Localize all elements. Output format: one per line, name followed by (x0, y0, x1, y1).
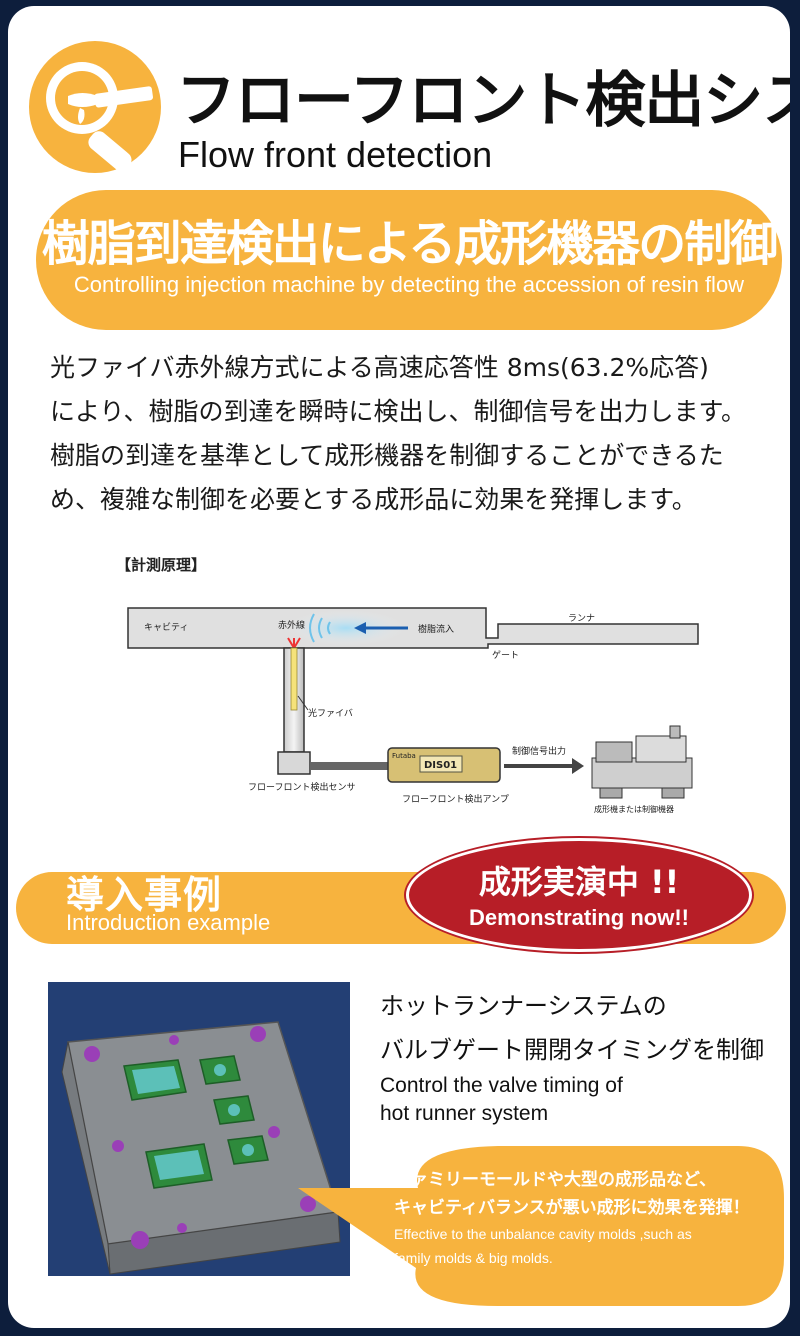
bubble-line: キャビティバランスが悪い成形に効果を発揮！ (394, 1198, 750, 1218)
magnifier-icon (29, 41, 161, 173)
amp-brand: Futaba (392, 752, 416, 760)
mold-render-image (48, 982, 350, 1276)
description-line: 樹脂の到達を基準として成形機器を制御することができるた (50, 441, 724, 470)
principle-label: 【計測原理】 (116, 556, 207, 574)
bubble-line-en: Effective to the unbalance cavity molds … (394, 1226, 692, 1242)
description: 光ファイバ赤外線方式による高速応答性 8ms(63.2%応答) により、樹脂の到… (50, 346, 770, 522)
page-subtitle: Flow front detection (178, 134, 493, 175)
case-title-en-line: Control the valve timing of (380, 1074, 623, 1097)
bubble-line-en: family molds & big molds. (394, 1250, 553, 1266)
feature-banner: 樹脂到達検出による成形機器の制御 Controlling injection m… (36, 190, 782, 330)
description-line: 光ファイバ赤外線方式による高速応答性 8ms(63.2%応答) (50, 353, 709, 382)
cavity-label: キャビティ (144, 622, 188, 633)
intro-title: 導入事例 (66, 872, 223, 917)
case-title-line: ホットランナーシステムの (380, 992, 667, 1020)
speech-bubble (298, 1146, 784, 1306)
sensor-label: フローフロント検出センサ (248, 781, 355, 793)
principle-diagram: キャビティ 赤外線 樹脂流入 ランナ ゲート 光ファイバ フローフロント検出セン… (127, 607, 699, 814)
case-title-en: Control the valve timing of hot runner s… (380, 1072, 623, 1128)
gate-label: ゲート (492, 649, 519, 661)
sensor-head (277, 751, 311, 775)
case-title-line: バルブゲート開閉タイミングを制御 (380, 1036, 764, 1064)
cavity-channel (127, 607, 699, 649)
bubble-text: ファミリーモールドや大型の成形品など、 キャビティバランスが悪い成形に効果を発揮… (394, 1166, 784, 1270)
demo-badge: 成形実演中 !! Demonstrating now!! (406, 838, 752, 952)
resin-flow-label: 樹脂流入 (418, 623, 454, 635)
demo-subtitle: Demonstrating now!! (469, 905, 689, 930)
content-card: フローフロント検出システム Flow front detection 樹脂到達検… (8, 6, 790, 1328)
intro-subtitle: Introduction example (66, 910, 271, 935)
banner-subtitle: Controlling injection machine by detecti… (73, 272, 745, 297)
fiber-label: 光ファイバ (308, 707, 353, 719)
description-line: め、複雑な制御を必要とする成形品に効果を発揮します。 (50, 485, 697, 514)
case-title: ホットランナーシステムの バルブゲート開閉タイミングを制御 (380, 984, 764, 1072)
machine-label: 成形機または制御機器 (594, 804, 674, 814)
amp-model: DIS01 (424, 760, 457, 771)
case-title-en-line: hot runner system (380, 1102, 549, 1125)
bubble-line: ファミリーモールドや大型の成形品など、 (394, 1170, 717, 1190)
page-title: フローフロント検出システム (176, 66, 790, 136)
optical-fiber (290, 647, 298, 711)
description-line: により、樹脂の到達を瞬時に検出し、制御信号を出力します。 (50, 397, 747, 426)
demo-title: 成形実演中 !! (478, 863, 680, 901)
molding-machine-icon (591, 725, 693, 799)
runner-label: ランナ (568, 613, 595, 624)
banner-title: 樹脂到達検出による成形機器の制御 (41, 216, 779, 272)
infrared-label: 赤外線 (278, 619, 305, 631)
amp-label: フローフロント検出アンプ (402, 793, 509, 805)
signal-label: 制御信号出力 (512, 745, 566, 757)
